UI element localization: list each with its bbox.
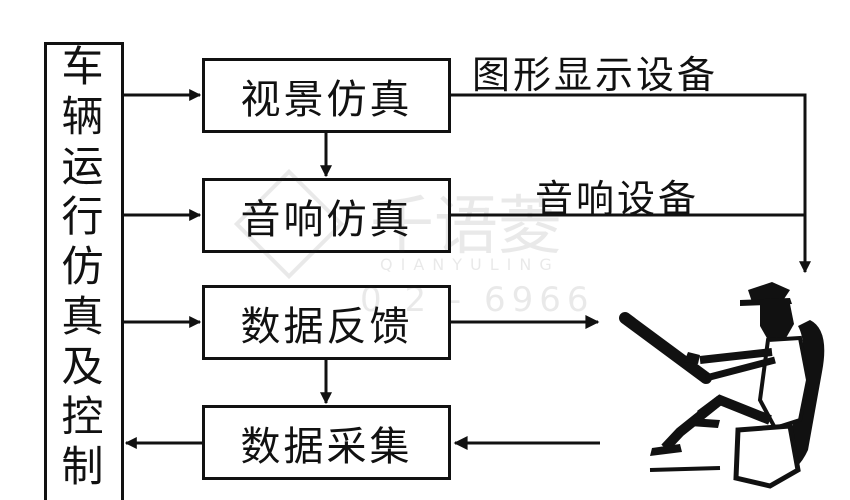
watermark: 千语菱 QIANYULING 0 2 - 6966 [233,168,650,335]
vehicle-control-char: 控 [61,391,107,441]
sound-simulation-box: 音响仿真 [202,178,451,253]
data-feedback-box: 数据反馈 [202,285,451,360]
vehicle-control-char: 辆 [61,91,107,141]
vehicle-control-char: 行 [61,191,107,241]
watermark-en: QIANYULING [380,255,560,274]
vehicle-control-label: 车辆运行仿真及控制 [61,42,106,492]
seated-driver-icon [619,282,825,489]
watermark-phone: 0 2 - 6966 [360,280,595,320]
vehicle-control-char: 运 [61,141,107,191]
line-graphic-output [451,93,807,270]
vehicle-control-char: 制 [61,441,107,491]
watermark-cn: 千语菱 [370,190,562,264]
vehicle-control-char: 仿 [61,241,107,291]
graphic-display-device-label: 图形显示设备 [472,53,719,97]
vehicle-control-char: 及 [61,341,107,391]
vehicle-control-char: 真 [61,291,107,341]
data-collection-box: 数据采集 [202,405,451,480]
vehicle-control-box: 车辆运行仿真及控制 [44,42,124,500]
vehicle-control-char: 车 [61,41,107,91]
visual-simulation-box: 视景仿真 [202,58,451,133]
